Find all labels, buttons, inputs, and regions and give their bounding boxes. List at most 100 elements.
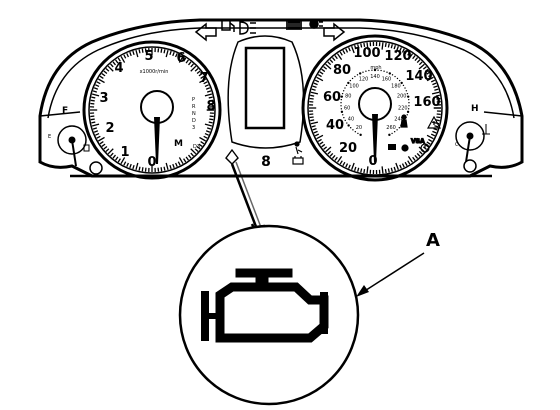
tach-tick: [120, 157, 126, 165]
tach-tick: [178, 55, 184, 63]
speed-tick: [325, 146, 332, 153]
speed-tick: [311, 125, 316, 128]
speed-inner-dot: [354, 75, 356, 78]
speed-tick: [321, 143, 326, 148]
speed-inner-dot: [342, 90, 345, 92]
speed-tick: [336, 53, 343, 60]
tach-tick: [206, 127, 212, 130]
check-engine-icon: [201, 268, 329, 343]
speed-tick: [310, 91, 319, 95]
speed-tick: [418, 63, 425, 70]
speed-tick: [310, 94, 315, 97]
tach-tick: [112, 61, 117, 66]
speed-inner-dot: [349, 127, 352, 129]
speed-inner-label: 180: [391, 83, 401, 89]
tach-tick: [120, 55, 126, 63]
high-beam-icon: [239, 21, 256, 35]
speed-inner-dot: [358, 72, 362, 75]
speed-inner-dot: [386, 71, 388, 73]
speed-tick: [384, 42, 387, 47]
tach-numeral-6: 6: [176, 51, 185, 66]
speed-tick: [426, 141, 431, 145]
tach-tick: [163, 49, 166, 54]
tach-tick: [92, 90, 98, 93]
speed-tick: [387, 168, 390, 173]
tachometer: 0 1 2 3 4 5 6 7 8 x1000r/min P R N D 3 M…: [82, 40, 222, 180]
tach-tick: [93, 130, 99, 133]
tach-tick: [103, 145, 108, 150]
speed-tick: [418, 150, 423, 155]
tach-tick: [185, 59, 189, 64]
speed-inner-dot: [391, 74, 394, 76]
tach-tick: [200, 75, 205, 79]
low-fuel-icon: [221, 19, 235, 32]
speed-inner-dot: [349, 79, 352, 82]
top-indicator-row: [194, 19, 346, 42]
tach-tick: [194, 68, 199, 72]
speed-numeral-120: 120: [384, 49, 411, 64]
speed-tick: [407, 160, 411, 165]
speed-tick: [357, 44, 360, 49]
speed-inner-label: 60: [344, 105, 350, 111]
speed-inner-label: 80: [345, 94, 351, 100]
speed-inner-dot: [383, 70, 385, 72]
speed-tick: [424, 68, 429, 73]
center-digit: 8: [261, 154, 271, 170]
speed-tick: [363, 169, 366, 174]
speed-inner-dot: [346, 122, 348, 124]
tach-tick: [190, 148, 197, 155]
tach-tick: [92, 127, 98, 130]
speed-tick: [435, 119, 440, 122]
speed-inner-dot: [404, 87, 406, 89]
speed-inner-dot: [396, 129, 398, 131]
speed-tick: [309, 116, 314, 119]
tach-tick: [141, 48, 144, 53]
tach-tick: [204, 123, 213, 127]
tach-tick: [96, 135, 101, 139]
tach-tick: [160, 167, 163, 172]
speedometer: 0 20 40 60 80 100 120 140 160 mph 204060…: [301, 34, 449, 182]
tach-tick: [129, 163, 132, 169]
speed-inner-label: 140: [370, 74, 380, 80]
tach-tick: [165, 162, 169, 171]
speed-numeral-0: 0: [368, 154, 377, 169]
speed-tick: [393, 166, 397, 171]
tach-tick: [183, 57, 187, 62]
speed-tick: [387, 43, 390, 48]
speed-tick: [435, 94, 440, 97]
right-knob: [463, 159, 477, 173]
speed-inner-dot: [406, 110, 410, 114]
tach-tick: [95, 132, 100, 136]
gear-letter-n: N: [192, 111, 196, 117]
speed-tick: [345, 163, 349, 168]
speed-tick: [404, 161, 408, 166]
coolant-temp-icon: [482, 124, 490, 135]
speed-inner-dot: [398, 79, 401, 82]
speed-tick: [416, 152, 421, 157]
speedometer-ticks: [309, 42, 441, 174]
speed-inner-dot: [342, 114, 344, 116]
tach-tick: [187, 61, 192, 66]
tach-tick: [194, 148, 199, 152]
speed-numeral-160: 160: [413, 95, 440, 110]
speed-inner-dot: [341, 92, 344, 95]
speed-tick: [325, 63, 332, 70]
speed-tick: [432, 82, 437, 86]
speed-tick: [329, 59, 334, 64]
tach-tick: [110, 152, 114, 157]
tpms-icon: [420, 143, 430, 153]
tach-tick: [160, 48, 163, 53]
tach-tick: [107, 148, 114, 155]
temp-cold-label: C: [455, 142, 459, 148]
speed-tick: [414, 154, 419, 159]
speed-tick: [412, 156, 416, 161]
temp-hot-label: H: [471, 104, 479, 114]
tach-tick: [97, 136, 105, 142]
speed-tick: [316, 134, 324, 140]
speed-inner-dot: [340, 110, 344, 114]
speed-tick: [390, 44, 393, 49]
gear-letter-p: P: [192, 97, 195, 103]
speed-inner-label: 200: [397, 94, 407, 100]
speed-tick: [399, 164, 402, 169]
speed-inner-dot: [408, 102, 410, 104]
